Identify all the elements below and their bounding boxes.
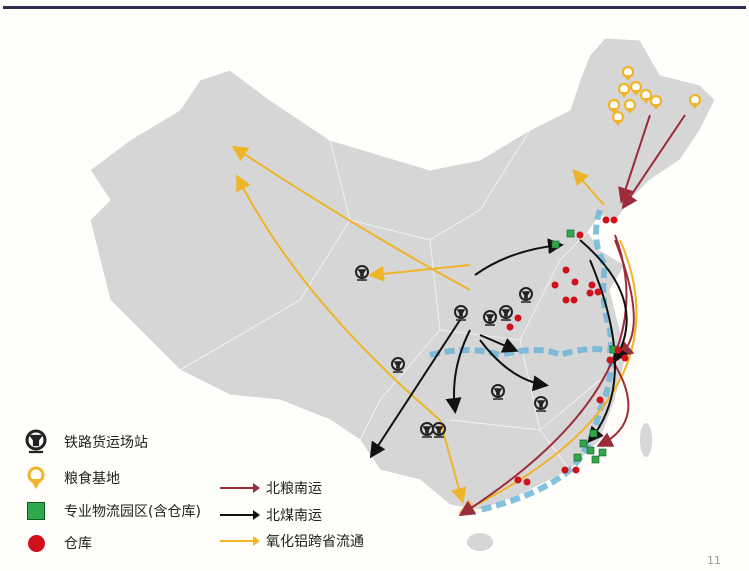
- china-outline: [89, 37, 716, 511]
- legend-grain-base-label: 粮食基地: [64, 471, 120, 487]
- legend-alumina-flow: 氧化铝跨省流通: [220, 531, 364, 551]
- legend-warehouse-label: 仓库: [64, 536, 92, 552]
- taiwan: [640, 423, 652, 457]
- red-arrow-icon: [220, 483, 260, 493]
- yellow-arrow-icon: [220, 536, 260, 546]
- legend-logistics-park: 专业物流园区(含仓库): [22, 501, 201, 521]
- red-dot-icon: [22, 534, 50, 552]
- rivers: [429, 209, 621, 513]
- logistics-parks: [551, 229, 618, 464]
- legend-coal-flow: 北煤南运: [220, 505, 322, 525]
- flow-arrows: [231, 114, 686, 517]
- green-square-icon: [22, 502, 50, 520]
- hainan: [467, 533, 493, 551]
- black-arrow-icon: [220, 510, 260, 520]
- warehouses: [506, 216, 629, 486]
- legend-warehouse: 仓库: [22, 533, 92, 553]
- map-pin-icon: [22, 465, 50, 491]
- legend-logistics-park-label: 专业物流园区(含仓库): [64, 504, 201, 520]
- railway-station-icon: [22, 429, 50, 455]
- legend-station: 铁路货运场站: [22, 429, 148, 455]
- legend-grain-flow-label: 北粮南运: [266, 481, 322, 497]
- header-divider: [3, 6, 746, 9]
- page-number: 11: [707, 554, 721, 567]
- legend-station-label: 铁路货运场站: [64, 435, 148, 451]
- legend-coal-flow-label: 北煤南运: [266, 508, 322, 524]
- legend-grain-base: 粮食基地: [22, 465, 120, 491]
- province-borders: [179, 129, 601, 471]
- legend-alumina-flow-label: 氧化铝跨省流通: [266, 534, 364, 550]
- legend-grain-flow: 北粮南运: [220, 478, 322, 498]
